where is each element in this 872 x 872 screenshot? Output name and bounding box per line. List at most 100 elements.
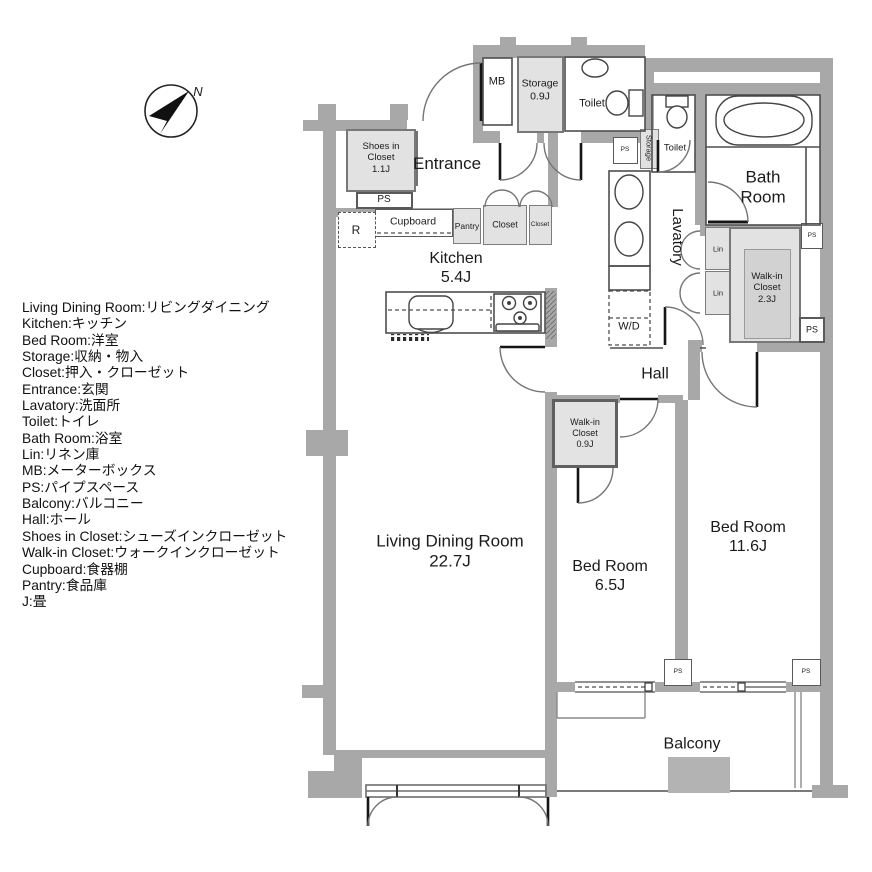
hall-label: Hall <box>641 365 669 383</box>
kitchen-label: Kitchen 5.4J <box>429 249 482 287</box>
legend-line: Pantry:食品庫 <box>22 577 108 593</box>
pantry-label: Pantry <box>454 220 480 231</box>
closet-box <box>529 205 552 245</box>
room-size: 0.9J <box>530 90 550 102</box>
shoes-in-closet-label: Shoes in Closet 1.1J <box>353 141 409 175</box>
legend-line: Bath Room:浴室 <box>22 430 123 446</box>
wall-segment <box>688 352 700 400</box>
wall-segment <box>675 400 688 692</box>
room-size: 2.3J <box>758 293 776 305</box>
room-size: 22.7J <box>429 552 471 571</box>
wall-segment <box>645 72 654 130</box>
ps-box <box>356 192 413 209</box>
wall-segment <box>473 45 483 133</box>
wall-pillar <box>302 685 323 698</box>
compass-north-label: N <box>193 84 203 100</box>
mb-label: MB <box>488 75 506 88</box>
storage-label: Storage <box>644 134 654 162</box>
wall-segment <box>688 682 700 692</box>
room-size: 0.9J <box>576 438 594 449</box>
wall-segment <box>483 45 645 58</box>
room-outlines <box>385 56 821 349</box>
legend-line: PS:パイプスペース <box>22 479 140 495</box>
ps-box <box>801 223 823 249</box>
balcony-slab <box>668 757 730 793</box>
closet-label: Closet <box>530 221 550 229</box>
legend-line: Balcony:バルコニー <box>22 496 144 512</box>
ps-box <box>792 659 821 686</box>
legend-line: Shoes in Closet:シューズインクローゼット <box>22 528 288 544</box>
walkin-closet-inner <box>744 249 791 339</box>
wall-segment <box>545 392 557 758</box>
legend-line: Storage:収納・物入 <box>22 349 144 365</box>
wall-segment <box>362 750 545 758</box>
hatch-strip <box>389 334 429 341</box>
entrance-label: Entrance <box>412 153 482 173</box>
legend-line: MB:メーターボックス <box>22 463 157 479</box>
legend-line: Toilet:トイレ <box>22 414 100 430</box>
wall-pillar <box>318 104 336 120</box>
wall-segment <box>786 682 820 692</box>
washer-dryer-label: W/D <box>618 320 640 333</box>
room-name: Bed Room <box>572 557 648 575</box>
wall-segment <box>812 785 848 798</box>
fixtures <box>408 58 813 334</box>
storage-box <box>517 56 564 133</box>
room-size: 5.4J <box>440 269 472 286</box>
legend: Living Dining Room:リビングダイニング Kitchen:キッチ… <box>22 300 287 611</box>
wall-segment <box>303 120 407 131</box>
closet-box <box>483 205 527 245</box>
ps-label: PS <box>673 668 683 676</box>
wall-segment <box>645 58 833 72</box>
legend-line: Closet:押入・クローゼット <box>22 365 190 381</box>
ps-label: PS <box>805 324 819 335</box>
hatch-column <box>546 291 556 339</box>
linen-label: Lin <box>712 288 724 298</box>
cupboard-label: Cupboard <box>389 215 437 228</box>
walkin-closet-small-label: Walk-in Closet 0.9J <box>561 417 609 449</box>
pantry-box <box>453 208 481 244</box>
wall-pillar <box>306 430 348 456</box>
wall-segment <box>545 340 557 347</box>
wall-segment <box>548 131 558 207</box>
storage-label: Storage 0.9J <box>522 77 559 102</box>
legend-line: Walk-in Closet:ウォークインクローゼット <box>22 545 280 561</box>
refrigerator-box <box>338 212 376 248</box>
wall-pillar <box>571 37 587 45</box>
wall-segment <box>557 682 575 692</box>
room-name: Walk-in Closet <box>570 416 600 438</box>
room-name: Living Dining Room <box>376 531 524 551</box>
windows-and-rails <box>365 681 848 798</box>
room-size: 11.6J <box>729 538 767 555</box>
wall-pillar <box>500 37 516 45</box>
bedroom-2-label: Bed Room 11.6J <box>710 518 786 556</box>
wall-segment <box>757 340 832 352</box>
ps-label: PS <box>807 232 817 240</box>
room-name: Shoes in Closet <box>362 140 400 164</box>
refrigerator-label: R <box>351 222 361 237</box>
walkin-closet-small-box <box>552 399 618 468</box>
wall-segment <box>655 682 675 692</box>
wall-segment <box>473 131 500 143</box>
room-name: Walk-in Closet <box>751 270 783 294</box>
door-arcs <box>367 62 758 827</box>
wall-segment <box>545 750 557 797</box>
room-size: 1.1J <box>372 163 390 175</box>
walkin-closet-large-label: Walk-in Closet 2.3J <box>741 271 793 305</box>
legend-line: Lin:リネン庫 <box>22 447 100 463</box>
bedroom-1-label: Bed Room 6.5J <box>572 557 648 595</box>
wall-segment <box>688 340 702 352</box>
bath-room-label: Bath Room <box>740 167 786 207</box>
legend-line: Bed Room:洋室 <box>22 332 119 348</box>
legend-line: Cupboard:食器棚 <box>22 561 128 577</box>
ps-label: PS <box>377 194 391 205</box>
linen-label: Lin <box>712 244 724 254</box>
room-name: Storage <box>521 77 559 90</box>
compass-icon <box>144 84 198 138</box>
dashed-lines <box>377 232 738 688</box>
living-dining-label: Living Dining Room 22.7J <box>376 532 523 573</box>
cupboard-box <box>375 209 453 237</box>
toilet-label: Toilet <box>663 142 687 154</box>
lavatory-label: Lavatory <box>669 208 686 266</box>
wall-segment <box>537 131 544 143</box>
